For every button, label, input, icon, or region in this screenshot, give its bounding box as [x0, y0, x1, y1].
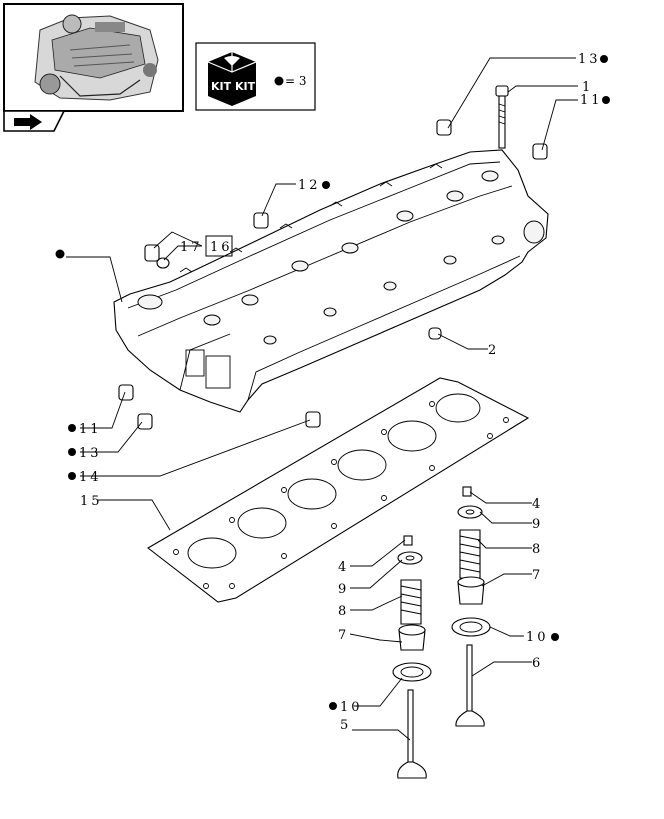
- callout-15: 15: [80, 494, 103, 509]
- bullet-icon: [322, 181, 330, 189]
- cylinder-head: [113, 149, 549, 413]
- callout-17: 17: [180, 240, 203, 255]
- leader-lines: [66, 57, 578, 741]
- callout-11-top: 11: [580, 93, 610, 108]
- part-14-dowel: [305, 411, 321, 428]
- svg-text:12: 12: [298, 178, 321, 193]
- part-11-dowel-top: [532, 143, 548, 160]
- svg-text:15: 15: [80, 494, 103, 509]
- callout-8-right: 8: [532, 542, 543, 557]
- part-2-plug: [428, 327, 442, 340]
- callout-10-right: 10: [526, 630, 559, 645]
- callout-4-left: 4: [338, 560, 349, 575]
- callout-12: 12: [298, 178, 330, 193]
- callout-9-left: 9: [338, 582, 349, 597]
- svg-text:2: 2: [488, 343, 499, 358]
- svg-text:9: 9: [532, 517, 543, 532]
- kit-legend: KIT KIT = 3: [195, 42, 316, 111]
- part-13-dowel-top: [436, 119, 452, 136]
- callout-11-bottom: 11: [68, 422, 102, 437]
- callout-4-right: 4: [532, 497, 543, 512]
- kit-label-left: KIT: [211, 80, 232, 93]
- svg-text:17: 17: [180, 240, 203, 255]
- kit-box-icon: KIT KIT: [207, 52, 257, 106]
- callout-8-left: 8: [338, 604, 349, 619]
- bullet-icon: [68, 472, 76, 480]
- callout-cylinder-head: [55, 249, 65, 259]
- svg-text:8: 8: [532, 542, 543, 557]
- callouts: 13 1 11 12 17 16 2 11: [55, 52, 610, 733]
- part-11-dowel-bottom: [118, 384, 134, 401]
- svg-text:4: 4: [532, 497, 543, 512]
- svg-text:11: 11: [79, 422, 102, 437]
- svg-text:7: 7: [532, 568, 543, 583]
- engine-thumbnail-image: [34, 14, 159, 101]
- svg-text:14: 14: [79, 470, 102, 485]
- bullet-icon: [55, 249, 65, 259]
- svg-text:6: 6: [532, 656, 543, 671]
- callout-6: 6: [532, 656, 543, 671]
- svg-text:16: 16: [210, 240, 233, 255]
- part-1-screw: [495, 85, 509, 149]
- svg-text:9: 9: [338, 582, 349, 597]
- svg-text:8: 8: [338, 604, 349, 619]
- kit-label-right: KIT: [235, 80, 256, 93]
- callout-9-right: 9: [532, 517, 543, 532]
- svg-text:7: 7: [338, 628, 349, 643]
- svg-text:13: 13: [578, 52, 601, 67]
- svg-text:5: 5: [340, 718, 351, 733]
- callout-13-bottom: 13: [68, 446, 102, 461]
- engine-thumbnail[interactable]: [3, 3, 184, 132]
- callout-10-left: 10: [329, 700, 363, 715]
- callout-7-left: 7: [338, 628, 349, 643]
- navigation-arrow-icon[interactable]: [3, 110, 66, 132]
- callout-2: 2: [488, 343, 499, 358]
- svg-text:10: 10: [340, 700, 363, 715]
- svg-text:10: 10: [526, 630, 549, 645]
- kit-bullet-icon: [274, 76, 284, 86]
- valve-assembly-left: [392, 535, 432, 779]
- bullet-icon: [68, 424, 76, 432]
- bullet-icon: [600, 55, 608, 63]
- callout-16: 16: [210, 240, 233, 255]
- kit-quantity: = 3: [285, 74, 307, 88]
- head-gasket: [147, 377, 530, 603]
- bullet-icon: [329, 702, 337, 710]
- bullet-icon: [602, 96, 610, 104]
- callout-5: 5: [340, 718, 351, 733]
- bullet-icon: [551, 633, 559, 641]
- svg-text:13: 13: [79, 446, 102, 461]
- valve-assembly-right: [451, 486, 491, 727]
- svg-text:1: 1: [582, 80, 593, 95]
- callout-1: 1: [582, 80, 593, 95]
- svg-text:4: 4: [338, 560, 349, 575]
- callout-7-right: 7: [532, 568, 543, 583]
- svg-text:11: 11: [580, 93, 603, 108]
- part-12-dowel: [253, 212, 269, 229]
- callout-13-top: 13: [578, 52, 608, 67]
- callout-16-frame: [205, 235, 233, 257]
- part-17-plug-and-seal: [144, 244, 170, 269]
- callout-14: 14: [68, 470, 102, 485]
- bullet-icon: [68, 448, 76, 456]
- part-13-dowel-bottom: [137, 413, 153, 430]
